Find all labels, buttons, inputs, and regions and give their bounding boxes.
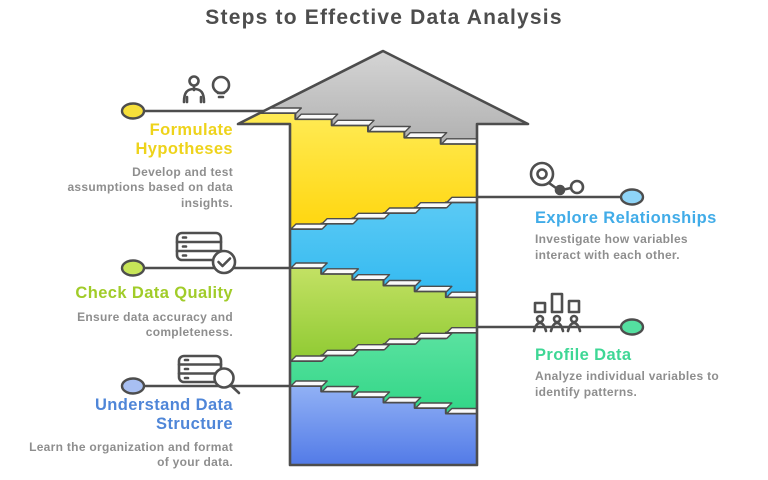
step-description: Develop and test assumptions based on da… <box>67 165 233 210</box>
step-check-data-quality: Check Data Quality Ensure data accuracy … <box>23 284 233 339</box>
connector-dot-formulate-hypotheses <box>120 102 146 120</box>
step-label: Formulate Hypotheses <box>135 121 233 159</box>
step-label: Check Data Quality <box>75 284 233 302</box>
connector-dot-check-data-quality <box>120 259 146 277</box>
arrow-segments <box>238 51 528 465</box>
person-idea-icon <box>173 73 239 124</box>
step-label: Profile Data <box>535 346 632 364</box>
people-bars-icon <box>528 290 594 341</box>
step-description: Investigate how variables interact with … <box>535 232 688 262</box>
database-check-icon <box>174 230 242 281</box>
step-profile-data: Profile Data Analyze individual variable… <box>535 346 735 400</box>
network-icon <box>520 160 596 211</box>
database-search-icon <box>176 353 244 404</box>
step-formulate-hypotheses: Formulate Hypotheses Develop and test as… <box>53 121 233 210</box>
step-label: Explore Relationships <box>535 209 717 227</box>
connector-dot-understand-data-structure <box>120 377 146 395</box>
arrow-outline <box>236 49 530 467</box>
connector-dot-profile-data <box>619 318 645 336</box>
step-description: Learn the organization and format of you… <box>29 440 233 470</box>
step-understand-data-structure: Understand Data Structure Learn the orga… <box>29 396 233 469</box>
step-description: Ensure data accuracy and completeness. <box>77 310 233 340</box>
step-description: Analyze individual variables to identify… <box>535 369 720 399</box>
connector-dot-explore-relationships <box>619 188 645 206</box>
step-explore-relationships: Explore Relationships Investigate how va… <box>535 209 725 263</box>
page-title: Steps to Effective Data Analysis <box>205 6 563 29</box>
step-label: Understand Data Structure <box>94 396 233 434</box>
